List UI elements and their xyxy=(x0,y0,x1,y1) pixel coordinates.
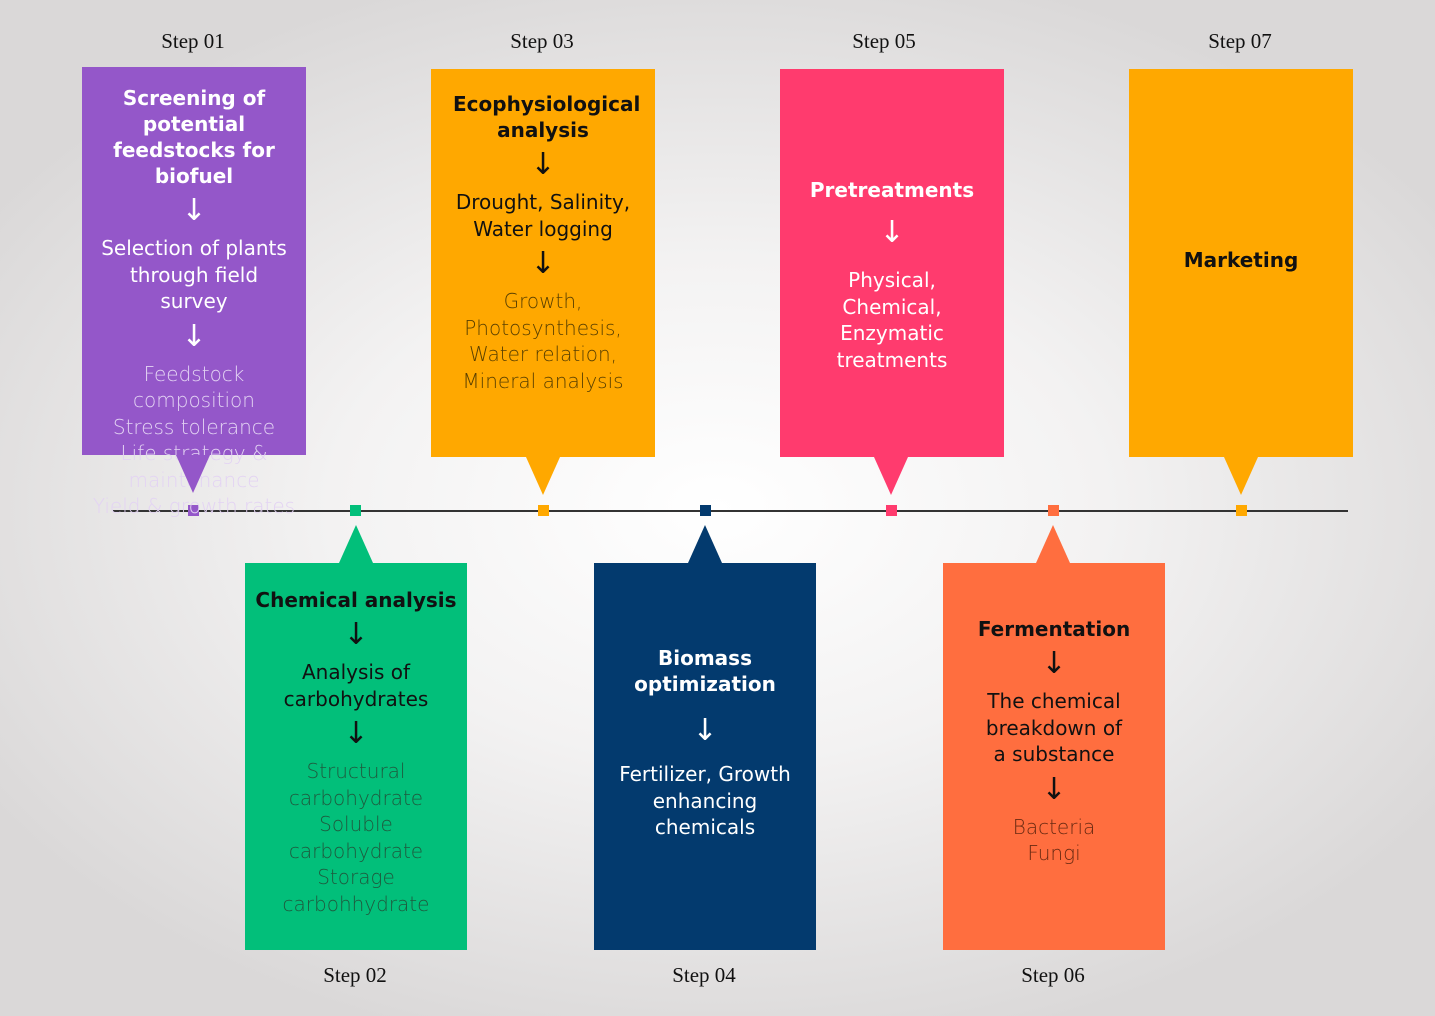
step-01-mid: Selection of plants through field survey xyxy=(101,236,287,313)
step-02-detail-1: Structural xyxy=(306,759,406,783)
down-arrow-icon: ↓ xyxy=(879,215,905,250)
step-01-detail-5: Yield & growth rates xyxy=(92,494,296,518)
step-03-detail-2: Photosynthesis, xyxy=(464,315,622,340)
down-arrow-icon: ↓ xyxy=(181,193,207,228)
step-05-mid: Physical, Chemical, Enzymatic treatments xyxy=(836,268,948,372)
step-04-pointer xyxy=(688,525,722,563)
step-03-detail-3: Water relation, xyxy=(468,342,618,366)
step-02-title: Chemical analysis xyxy=(255,588,457,612)
down-arrow-icon: ↓ xyxy=(343,716,369,751)
step-01-title: Screening of potential feedstocks for bi… xyxy=(113,86,275,188)
down-arrow-icon: ↓ xyxy=(343,617,369,652)
step-06-marker xyxy=(1048,505,1059,516)
step-03-detail-1: Growth, xyxy=(503,289,583,313)
step-01-label: Step 01 xyxy=(161,29,225,53)
step-05-box: Pretreatments ↓ Physical, Chemical, Enzy… xyxy=(780,69,1004,457)
step-02-detail-5: Storage xyxy=(317,865,395,889)
step-02-detail-4: carbohydrate xyxy=(288,838,424,863)
step-02-mid: Analysis of carbohydrates xyxy=(283,660,429,711)
step-06-label: Step 06 xyxy=(1021,963,1085,987)
step-01-detail-1: Feedstock composition xyxy=(133,361,255,413)
step-02-box: Chemical analysis ↓ Analysis of carbohyd… xyxy=(245,563,467,950)
step-01-marker xyxy=(188,505,199,516)
step-05-pointer xyxy=(874,457,908,495)
step-07-pointer xyxy=(1224,457,1258,495)
step-06-pointer xyxy=(1036,525,1070,563)
step-03-pointer xyxy=(526,457,560,495)
step-06-detail-1: Bacteria xyxy=(1012,814,1096,839)
step-04-box: Biomass optimization ↓ Fertilizer, Growt… xyxy=(594,563,816,950)
step-06-title: Fermentation xyxy=(977,617,1131,641)
step-06-box: Fermentation ↓ The chemical breakdown of… xyxy=(943,563,1165,950)
step-04-label: Step 04 xyxy=(672,963,736,987)
step-03-detail-4: Mineral analysis xyxy=(462,368,624,393)
step-03-label: Step 03 xyxy=(510,29,574,53)
step-03-box: Ecophysiological analysis ↓ Drought, Sal… xyxy=(431,69,655,457)
step-01-box: Screening of potential feedstocks for bi… xyxy=(82,67,306,518)
step-06-mid: The chemical breakdown of a substance xyxy=(985,689,1123,766)
down-arrow-icon: ↓ xyxy=(530,147,556,182)
down-arrow-icon: ↓ xyxy=(181,318,207,354)
step-01-pointer xyxy=(176,455,210,493)
down-arrow-icon: ↓ xyxy=(692,713,718,748)
timeline-line xyxy=(113,510,1348,512)
step-07-box: Marketing xyxy=(1129,69,1353,457)
step-02-label: Step 02 xyxy=(323,963,387,987)
step-01-detail-2: Stress tolerance xyxy=(112,414,276,439)
step-05-label: Step 05 xyxy=(852,29,916,53)
down-arrow-icon: ↓ xyxy=(1041,771,1067,807)
step-07-title: Marketing xyxy=(1183,248,1299,272)
step-04-mid: Fertilizer, Growth enhancing chemicals xyxy=(619,762,791,839)
step-02-detail-2: carbohydrate xyxy=(288,785,424,810)
step-04-marker xyxy=(700,505,711,516)
step-06-detail-2: Fungi xyxy=(1027,841,1081,865)
step-02-pointer xyxy=(339,525,373,563)
step-05-title: Pretreatments xyxy=(809,178,975,202)
step-05-marker xyxy=(886,505,897,516)
step-07-marker xyxy=(1236,505,1247,516)
step-03-marker xyxy=(538,505,549,516)
step-03-mid: Drought, Salinity, Water logging xyxy=(455,190,631,241)
step-02-detail-6: carbohhydrate xyxy=(282,891,430,916)
down-arrow-icon: ↓ xyxy=(1041,646,1067,681)
step-02-marker xyxy=(350,505,361,516)
step-07-label: Step 07 xyxy=(1208,29,1272,53)
step-03-title: Ecophysiological analysis xyxy=(453,92,641,142)
step-04-title: Biomass optimization xyxy=(634,646,776,696)
step-02-detail-3: Soluble xyxy=(319,812,393,836)
down-arrow-icon: ↓ xyxy=(530,246,556,281)
